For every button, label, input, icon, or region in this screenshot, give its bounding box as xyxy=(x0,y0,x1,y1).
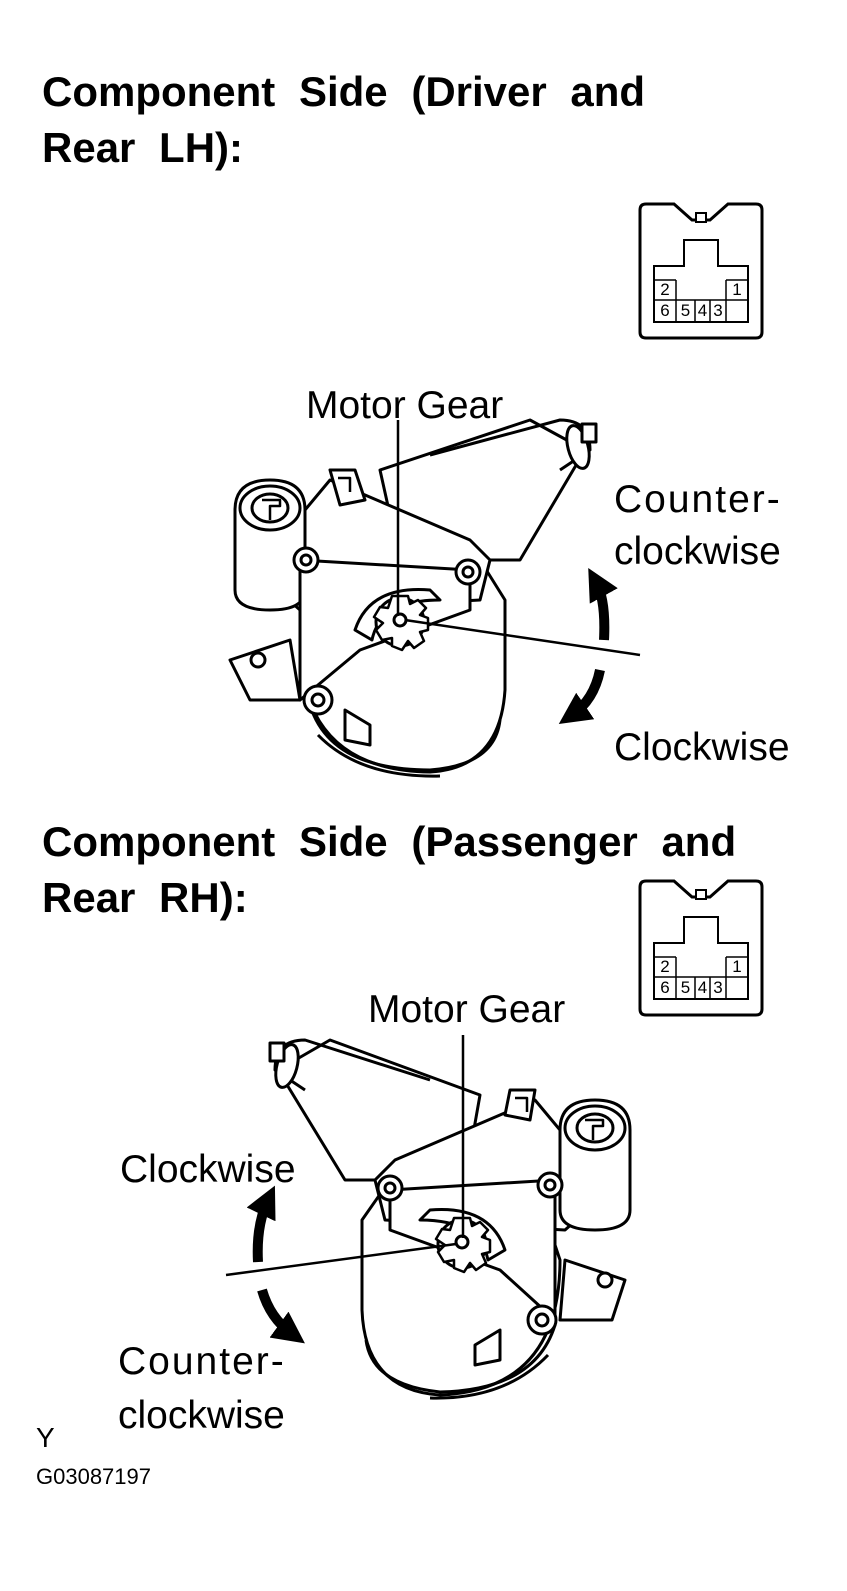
rotation-axis-line-1 xyxy=(404,618,641,657)
counter-clockwise-arrow-1 xyxy=(588,568,618,641)
motor-gear-label-1: Motor Gear xyxy=(306,384,504,427)
pin-label: 1 xyxy=(732,280,742,299)
section-1-heading-line-2: Rear LH): xyxy=(42,124,244,171)
pin-label: 4 xyxy=(697,978,708,997)
window-motor-drawing-2 xyxy=(268,1038,632,1400)
pin-label: 4 xyxy=(697,301,708,320)
pin-label: 5 xyxy=(680,301,691,320)
clockwise-arrow-1 xyxy=(558,668,605,725)
pin-label: 5 xyxy=(680,978,691,997)
figure-code: G03087197 xyxy=(36,1464,151,1489)
pin-label: 3 xyxy=(713,301,723,320)
section-2-heading-line-2: Rear RH): xyxy=(42,874,248,921)
pin-label: 3 xyxy=(713,978,723,997)
pin-label: 6 xyxy=(660,301,670,320)
connector-diagram-2: 2 1 6 5 4 3 xyxy=(636,877,766,1019)
footer-letter: Y xyxy=(36,1422,55,1453)
section-1-heading-line-1: Component Side (Driver and xyxy=(42,68,646,115)
pin-label: 1 xyxy=(732,957,742,976)
counter-clockwise-label-1-line-1: Counter- xyxy=(614,478,782,521)
clockwise-arrow-2 xyxy=(246,1185,276,1263)
connector-diagram-1: 2 1 6 5 4 3 xyxy=(636,200,766,342)
counter-clockwise-label-1-line-2: clockwise xyxy=(614,530,781,573)
rotation-axis-line-2 xyxy=(225,1242,457,1277)
counter-clockwise-label-2-line-2: clockwise xyxy=(118,1394,285,1437)
counter-clockwise-arrow-2 xyxy=(257,1288,305,1344)
window-motor-drawing-1 xyxy=(228,418,598,778)
clockwise-label-2: Clockwise xyxy=(120,1148,296,1191)
pin-label: 2 xyxy=(660,280,670,299)
pin-label: 6 xyxy=(660,978,670,997)
motor-gear-label-2: Motor Gear xyxy=(368,988,566,1031)
pin-label: 2 xyxy=(660,957,670,976)
section-2-heading-line-1: Component Side (Passenger and xyxy=(42,818,737,865)
clockwise-label-1: Clockwise xyxy=(614,726,790,769)
counter-clockwise-label-2-line-1: Counter- xyxy=(118,1340,286,1383)
